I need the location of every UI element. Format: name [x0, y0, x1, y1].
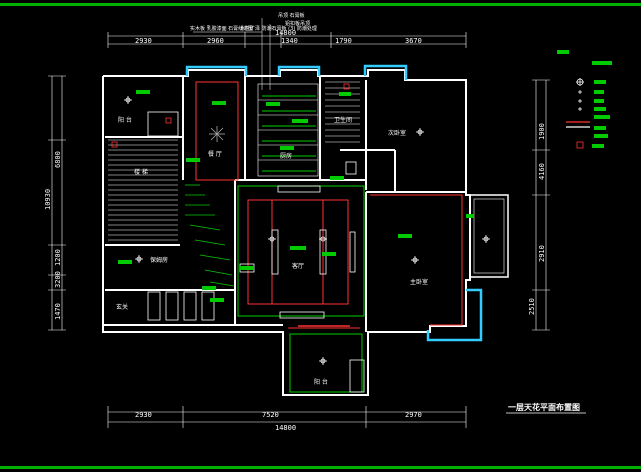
kitchen-shelves — [257, 83, 319, 177]
dim-bottom-3: 2970 — [405, 411, 422, 419]
dim-right-4: 2510 — [528, 298, 536, 315]
dim-top-1: 2930 — [135, 37, 152, 45]
dim-left-3: 1200 — [54, 249, 62, 266]
callout-4: 水性矿泽 防潮石膏板 (3) 防潮处理 — [240, 25, 317, 32]
stair-green-steps — [185, 184, 235, 287]
dim-top-2: 2960 — [207, 37, 224, 45]
room-label-bathroom: 卫生间 — [334, 116, 352, 124]
dim-top-4: 1790 — [335, 37, 352, 45]
room-label-kitchen: 厨房 — [280, 152, 292, 160]
ceiling-outlines — [195, 81, 463, 329]
bottom-frame-bar — [0, 466, 641, 469]
dim-right-1: 1900 — [538, 123, 546, 140]
legend-swatches — [557, 50, 612, 148]
room-label-living: 客厅 — [292, 262, 304, 270]
right-balcony-outline — [469, 194, 509, 278]
dim-left-4: 3200 — [54, 271, 62, 288]
callout-3: 实木板 乳胶漆面 石膏线造型 — [190, 25, 253, 32]
dim-bottom-2: 7520 — [262, 411, 279, 419]
stairs — [108, 81, 360, 241]
cabinets — [147, 111, 365, 393]
red-markers — [111, 83, 350, 148]
legend-icons — [576, 78, 584, 149]
drawing-title: 一层天花平面布置图 — [508, 402, 580, 412]
dim-left-1: 6800 — [54, 151, 62, 168]
chandelier-icon — [209, 126, 225, 142]
dimension-lines — [48, 32, 550, 428]
callout-1: 吊顶 石膏板 — [278, 12, 305, 19]
room-label-stairs: 楼 梯 — [134, 168, 148, 176]
walls — [102, 69, 471, 396]
room-label-maid-room: 保姆房 — [150, 256, 168, 264]
dim-right-3: 2910 — [538, 245, 546, 262]
right-balcony-inner — [473, 198, 505, 274]
room-label-bottom-balcony: 阳 台 — [314, 378, 328, 386]
green-frames — [237, 185, 365, 393]
dim-top-3: 1340 — [281, 37, 298, 45]
room-tags — [118, 90, 474, 302]
ceiling-lamps — [124, 96, 490, 365]
dim-top-overall: 14800 — [275, 29, 296, 37]
room-label-guest-bedroom: 次卧室 — [388, 129, 406, 137]
callout-leaders — [193, 18, 271, 90]
dim-left-2: 10930 — [44, 189, 52, 210]
dim-left-5: 1470 — [54, 303, 62, 320]
room-label-foyer: 玄关 — [116, 303, 128, 311]
callout-2: 铝扣板吊顶 — [285, 20, 310, 27]
windows — [185, 64, 483, 342]
dim-bottom-1: 2930 — [135, 411, 152, 419]
dim-top-5: 3670 — [405, 37, 422, 45]
top-frame-bar — [0, 3, 641, 6]
room-label-dining: 餐 厅 — [208, 150, 222, 158]
room-label-master-bedroom: 主卧室 — [410, 278, 428, 286]
kitchen-green-lines — [262, 95, 316, 172]
dim-bottom-overall: 14800 — [275, 424, 296, 432]
room-label-top-balcony: 阳 台 — [118, 116, 132, 124]
dim-right-2: 4160 — [538, 163, 546, 180]
legend-lines — [566, 121, 590, 128]
